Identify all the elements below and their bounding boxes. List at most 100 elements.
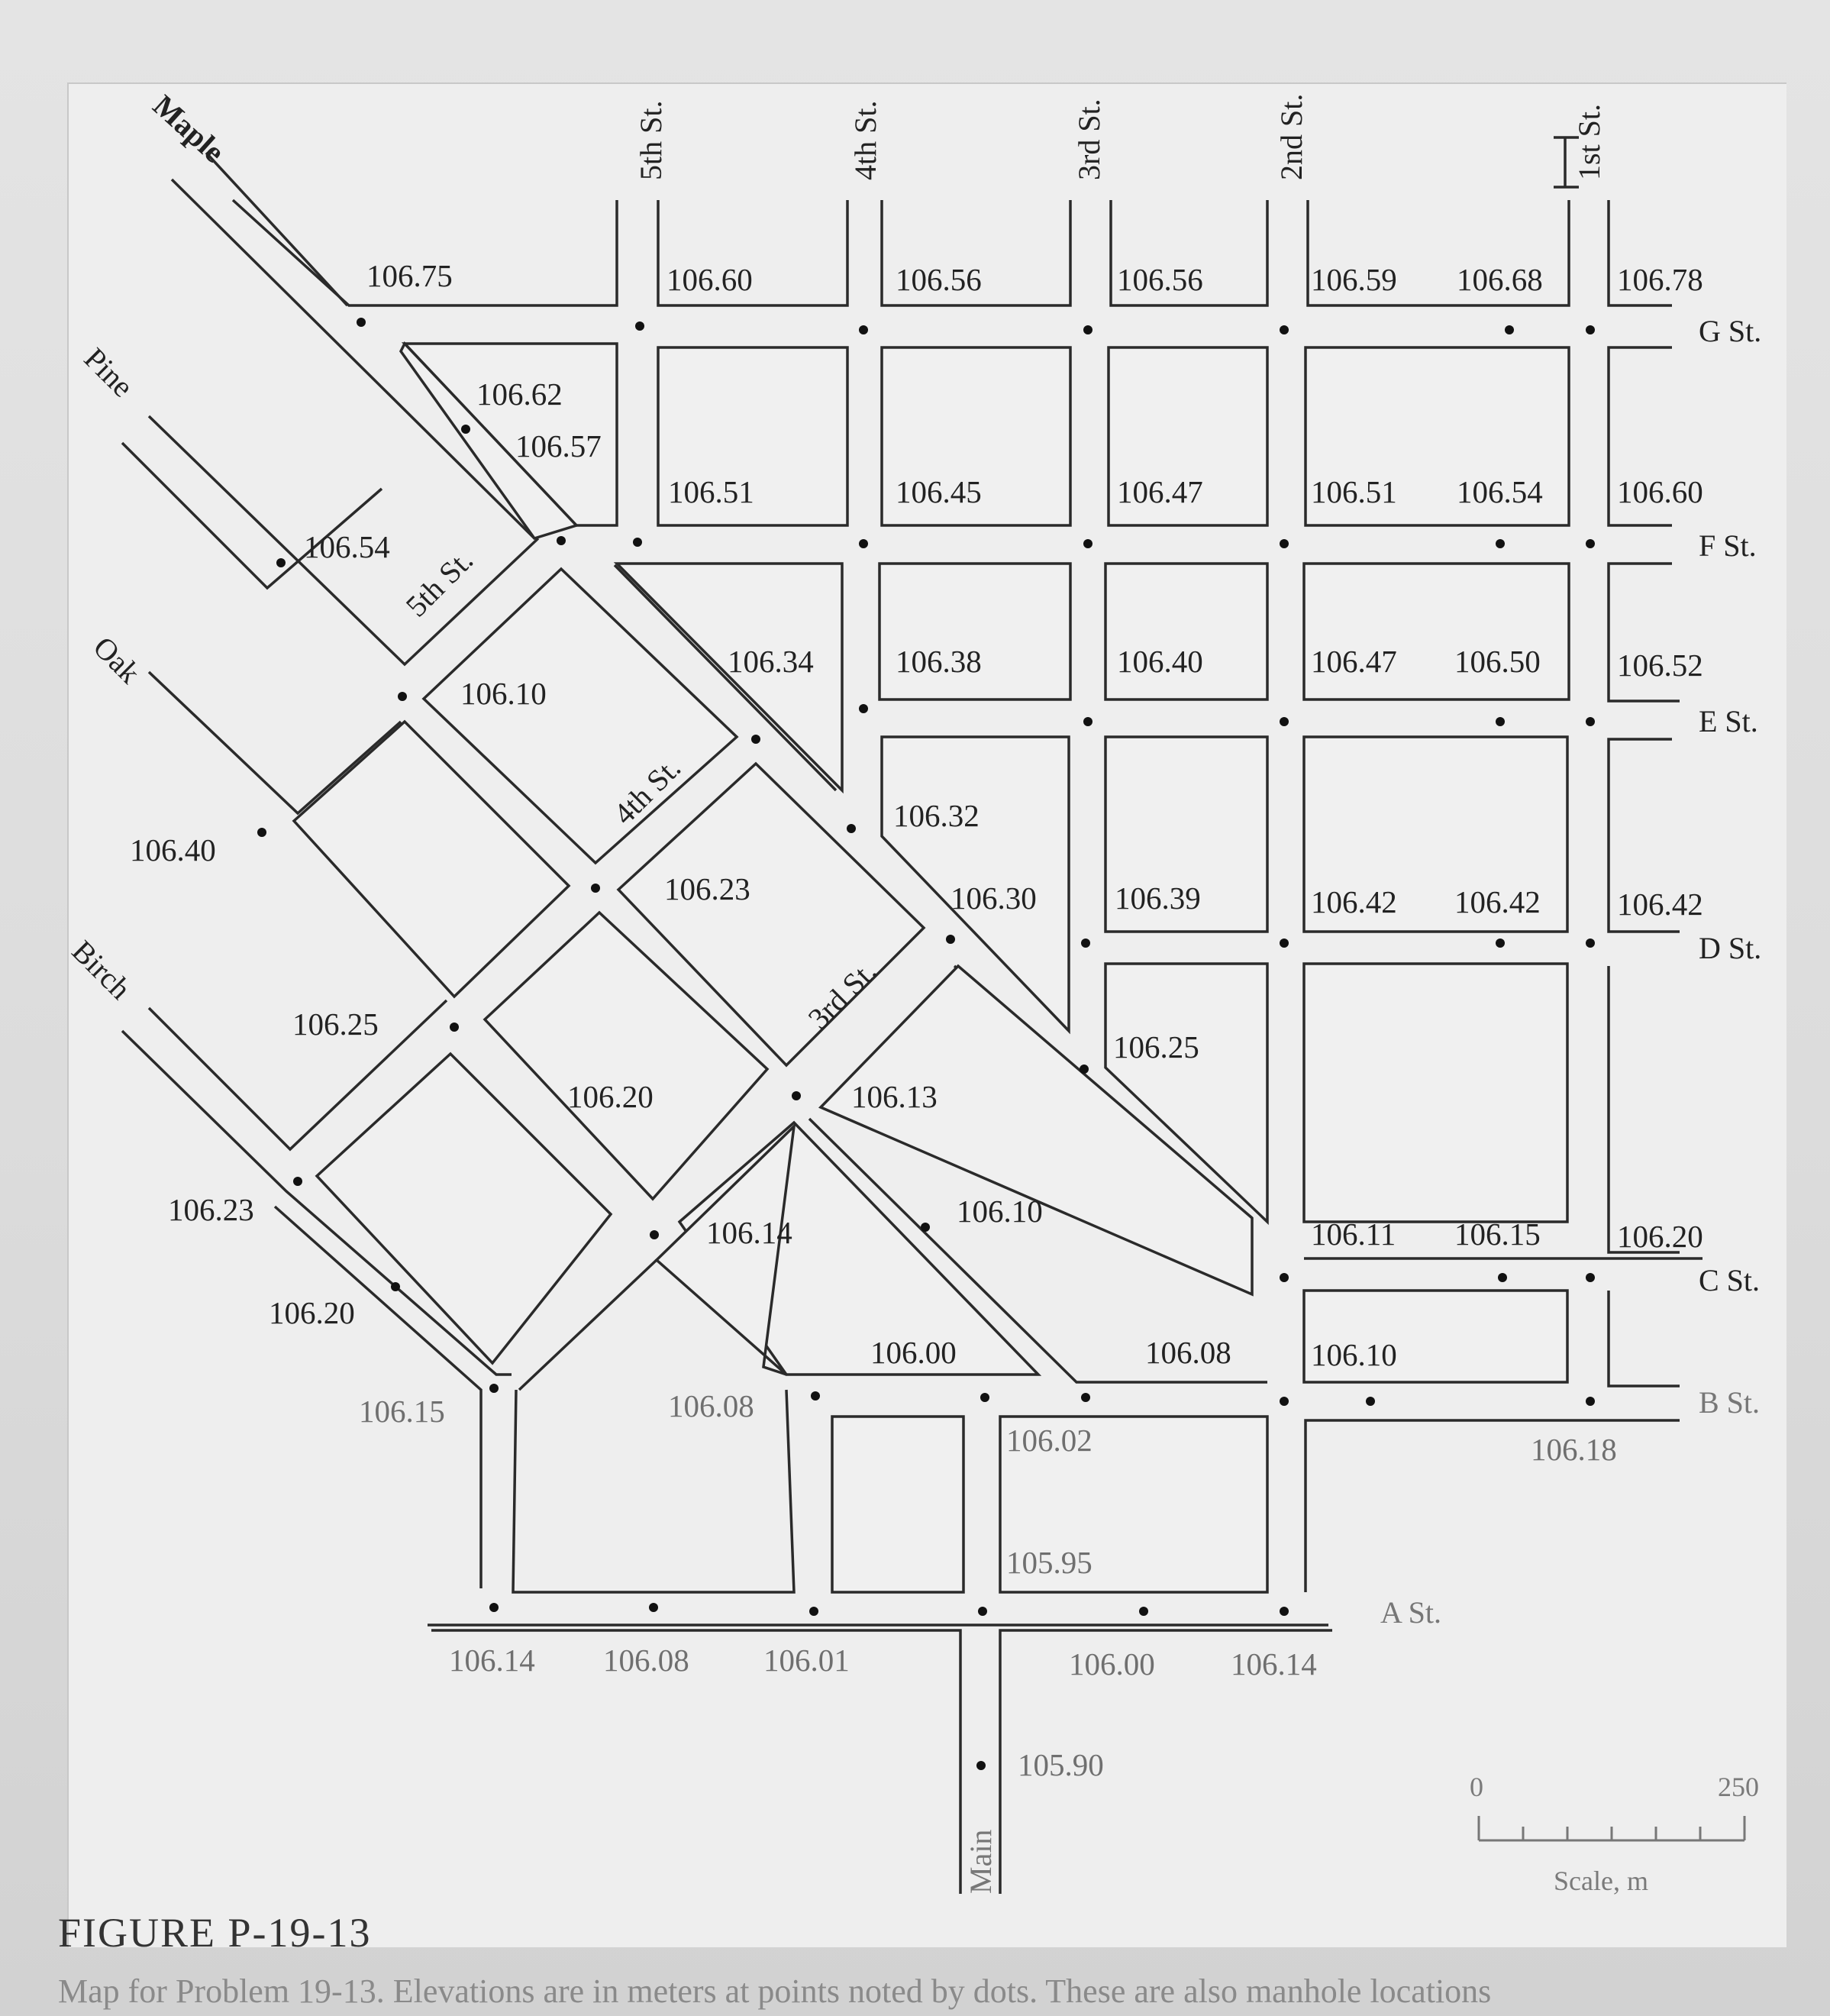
street-label-d: D St. <box>1699 931 1761 965</box>
block-gf-1 <box>657 346 849 527</box>
elev-pine-top: 106.54 <box>304 529 390 564</box>
block-ed-4 <box>1607 738 1680 933</box>
elev-a-5: 105.95 <box>1006 1545 1093 1580</box>
street-label-oak: Oak <box>87 630 147 690</box>
block-ba-1 <box>831 1415 965 1594</box>
elev-main-bottom: 105.90 <box>1018 1747 1104 1782</box>
elev-midb-3: 106.20 <box>567 1079 654 1114</box>
elev-midb-2: 106.25 <box>1113 1029 1199 1065</box>
elev-c-3: 106.11 <box>1311 1216 1396 1252</box>
street-label-f: F St. <box>1699 528 1757 563</box>
elev-maple-1: 106.62 <box>476 376 563 412</box>
elev-b-1: 106.20 <box>269 1295 355 1330</box>
elev-g-1: 106.75 <box>366 258 453 293</box>
block-ed-2 <box>1104 735 1269 933</box>
block-oak-1 <box>292 719 571 999</box>
street-label-5th-diag: 5th St. <box>399 543 480 624</box>
block-birch-2 <box>654 1123 796 1376</box>
block-ba-4 <box>512 1389 796 1594</box>
scale-end: 250 <box>1718 1772 1759 1802</box>
elev-f-2: 106.45 <box>896 474 982 509</box>
block-g-2 <box>657 200 849 307</box>
block-gf-4 <box>1304 346 1570 527</box>
block-fe-tri <box>613 562 844 794</box>
elev-a-1: 106.15 <box>359 1394 445 1429</box>
street-label-1st-top: 1st St. <box>1572 104 1606 180</box>
elev-al-4: 106.00 <box>1069 1646 1155 1682</box>
block-fe-4 <box>1607 562 1680 703</box>
block-pine-1 <box>421 567 739 865</box>
maple-street-outer <box>205 151 349 307</box>
elev-midb-4: 106.13 <box>851 1079 938 1114</box>
street-label-b: B St. <box>1699 1385 1760 1420</box>
elev-c-5: 106.20 <box>1617 1219 1703 1254</box>
elevation-labels: 106.75 106.60 106.56 106.56 106.59 106.6… <box>130 258 1703 1782</box>
elev-mid-7: 106.42 <box>1617 887 1703 922</box>
elev-al-1: 106.14 <box>449 1643 535 1678</box>
street-label-g: G St. <box>1699 314 1761 348</box>
birch-street-outer <box>147 999 448 1152</box>
street-label-5th-top: 5th St. <box>634 101 668 180</box>
scale-bar: 0 250 Scale, m <box>1470 1772 1759 1896</box>
block-oak-2 <box>483 910 770 1201</box>
block-dc-2 <box>1302 962 1569 1223</box>
street-label-2nd-top: 2nd St. <box>1274 94 1309 180</box>
block-g-1 <box>231 199 618 307</box>
scale-label: Scale, m <box>1554 1866 1648 1896</box>
block-fe-2 <box>1104 562 1269 701</box>
elev-f-6: 106.60 <box>1617 474 1703 509</box>
birch-lower <box>273 1205 483 1588</box>
block-cb-1 <box>1302 1289 1569 1384</box>
elev-f-3: 106.47 <box>1117 474 1203 509</box>
street-label-birch: Birch <box>66 934 138 1006</box>
block-fe-1 <box>878 562 1072 701</box>
elev-e-3: 106.38 <box>896 644 982 679</box>
a-street-lower-left <box>431 1629 962 1894</box>
block-pine-2 <box>616 761 926 1068</box>
block-g-4 <box>1109 200 1269 307</box>
elev-g-6: 106.68 <box>1457 262 1543 297</box>
block-gf-3 <box>1107 346 1269 527</box>
elev-a-4: 106.18 <box>1531 1432 1617 1467</box>
elev-mid-3: 106.30 <box>951 880 1037 916</box>
elev-g-7: 106.78 <box>1617 262 1703 297</box>
elev-b-3: 106.08 <box>1145 1335 1231 1370</box>
elev-e-1: 106.10 <box>460 676 547 711</box>
block-ba-2 <box>999 1415 1269 1594</box>
block-maple-tri <box>399 341 579 541</box>
elev-al-2: 106.08 <box>603 1643 689 1678</box>
first-st-width-marker <box>1554 136 1579 189</box>
block-g-5 <box>1306 200 1570 307</box>
maple-diag-continuation <box>613 564 838 792</box>
pine-street-outer <box>147 415 540 667</box>
elev-e-7: 106.52 <box>1617 648 1703 683</box>
elev-mid-4: 106.39 <box>1115 880 1201 916</box>
block-gf-5 <box>1607 346 1672 527</box>
elev-f-5: 106.54 <box>1457 474 1543 509</box>
block-ba-3 <box>1304 1419 1680 1592</box>
block-dc-1 <box>1104 962 1269 1226</box>
block-diag-3 <box>818 964 1254 1297</box>
elev-midb-1: 106.25 <box>292 1006 379 1042</box>
maple-street-inner <box>170 178 536 540</box>
elev-e-6: 106.50 <box>1454 644 1541 679</box>
elev-g-2: 106.60 <box>666 262 753 297</box>
block-g-6 <box>1607 200 1672 307</box>
elev-g-3: 106.56 <box>896 262 982 297</box>
elev-b-4: 106.10 <box>1311 1337 1397 1372</box>
pine-street-inner <box>121 441 383 590</box>
street-label-e: E St. <box>1699 704 1758 738</box>
elev-e-5: 106.47 <box>1311 644 1397 679</box>
block-cb-2 <box>1607 1291 1680 1388</box>
diag-lower-edge <box>808 1117 1267 1384</box>
elev-mid-1: 106.32 <box>893 798 980 833</box>
block-gf-2 <box>880 346 1072 527</box>
elev-c-1: 106.14 <box>706 1215 792 1250</box>
manhole-dots <box>257 318 1595 1770</box>
elev-mid-6: 106.42 <box>1454 884 1541 919</box>
street-label-maple: Maple <box>147 88 231 169</box>
street-label-a: A St. <box>1380 1595 1441 1630</box>
elev-f-4: 106.51 <box>1311 474 1397 509</box>
street-label-3rd-top: 3rd St. <box>1072 99 1106 180</box>
